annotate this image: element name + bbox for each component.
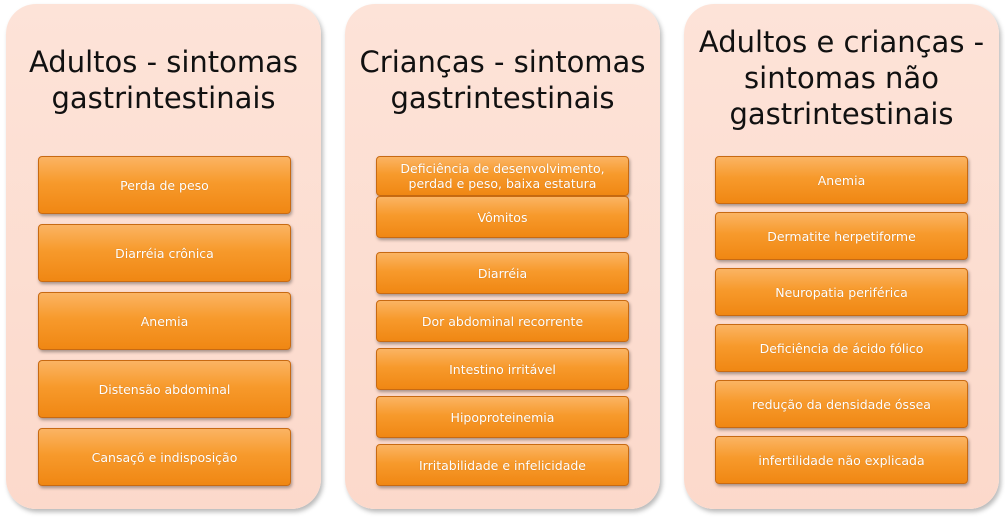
symptom-box: Diarréia crônica: [38, 224, 291, 282]
symptom-box: Dor abdominal recorrente: [376, 300, 629, 342]
panel-adults-gi: Adultos - sintomas gastrintestinais Perd…: [6, 4, 321, 509]
symptom-box: Hipoproteinemia: [376, 396, 629, 438]
symptom-box: Deficiência de ácido fólico: [715, 324, 968, 372]
symptom-box: Cansaçõ e indisposição: [38, 428, 291, 486]
panel-children-gi: Crianças - sintomas gastrintestinais Def…: [345, 4, 660, 509]
symptom-box: Diarréia: [376, 252, 629, 294]
panel-title: Adultos e crianças - sintomas não gastri…: [698, 25, 985, 131]
symptom-box: Anemia: [38, 292, 291, 350]
symptom-box: Dermatite herpetiforme: [715, 212, 968, 260]
symptom-box: Anemia: [715, 156, 968, 204]
symptom-box: Neuropatia periférica: [715, 268, 968, 316]
symptom-box: Intestino irritável: [376, 348, 629, 390]
symptom-box: Irritabilidade e infelicidade: [376, 444, 629, 486]
panel-title: Crianças - sintomas gastrintestinais: [359, 45, 646, 115]
symptom-box: Distensão abdominal: [38, 360, 291, 418]
symptom-box: Perda de peso: [38, 156, 291, 214]
symptom-box: infertilidade não explicada: [715, 436, 968, 484]
symptom-box: Vômitos: [376, 196, 629, 238]
symptom-box: redução da densidade óssea: [715, 380, 968, 428]
panel-title: Adultos - sintomas gastrintestinais: [28, 45, 299, 115]
symptom-box: Deficiência de desenvolvimento, perdad e…: [376, 156, 629, 196]
panel-non-gi: Adultos e crianças - sintomas não gastri…: [684, 4, 999, 509]
